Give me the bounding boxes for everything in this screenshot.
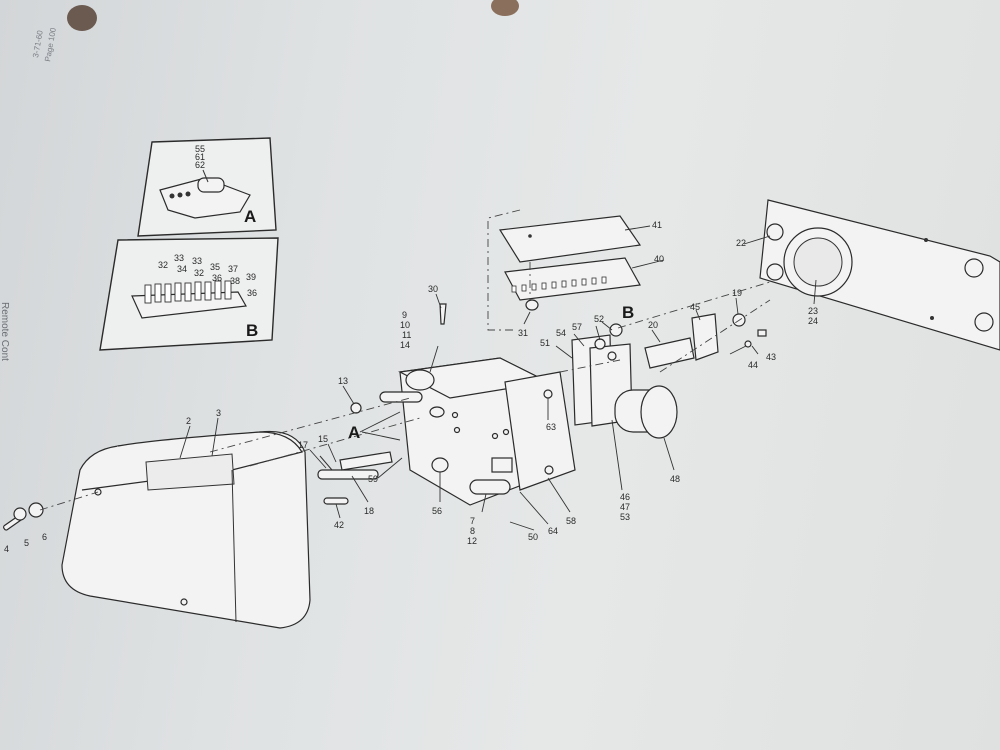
inset-a: 55 61 62 A — [137, 137, 277, 237]
detail-marker-a: A — [348, 423, 360, 442]
callout-57: 57 — [572, 322, 582, 332]
binder-hole-right — [491, 0, 519, 16]
callout-54: 54 — [556, 328, 566, 338]
callout-14: 14 — [400, 340, 410, 350]
callout-7: 7 — [470, 516, 475, 526]
leader-lines — [179, 225, 817, 531]
callout-40: 40 — [654, 254, 664, 264]
callout-48: 48 — [670, 474, 680, 484]
callout-8: 8 — [470, 526, 475, 536]
chassis — [398, 357, 576, 506]
inset-b-label-38: 38 — [230, 276, 240, 286]
assembly-lines — [39, 209, 771, 511]
callout-5: 5 — [24, 538, 29, 548]
inset-b-label-34: 34 — [177, 264, 187, 274]
inset-a-letter: A — [244, 207, 256, 226]
inset-b-label-36a: 36 — [212, 273, 222, 283]
callout-53: 53 — [620, 512, 630, 522]
mounting-panel — [759, 199, 1000, 351]
binder-hole-left — [67, 5, 97, 31]
callout-63: 63 — [546, 422, 556, 432]
callout-64: 64 — [548, 526, 558, 536]
callout-10: 10 — [400, 320, 410, 330]
callout-47: 47 — [620, 502, 630, 512]
inset-b-label-37: 37 — [228, 264, 238, 274]
callout-50: 50 — [528, 532, 538, 542]
inset-b-label-33a: 33 — [174, 253, 184, 263]
callout-24: 24 — [808, 316, 818, 326]
callout-41: 41 — [652, 220, 662, 230]
inset-a-label-62: 62 — [195, 160, 205, 170]
callout-45: 45 — [690, 302, 700, 312]
callout-11: 11 — [402, 330, 411, 340]
detail-marker-b: B — [622, 303, 634, 322]
callout-22: 22 — [736, 238, 746, 248]
callout-19: 19 — [732, 288, 742, 298]
side-text: Remote Cont — [0, 302, 10, 361]
inset-a-label-55: 55 — [195, 144, 205, 154]
callout-46: 46 — [620, 492, 630, 502]
inset-b-letter: B — [246, 321, 258, 340]
inset-b-label-32b: 32 — [194, 268, 204, 278]
inset-b-label-39: 39 — [246, 272, 256, 282]
inset-b: 32 33 34 33 32 35 36 37 38 39 36 B — [99, 237, 279, 351]
callout-23: 23 — [808, 306, 818, 316]
small-parts — [439, 299, 767, 369]
callout-56: 56 — [432, 506, 442, 516]
callout-17: 17 — [298, 440, 308, 450]
callout-59: 59 — [368, 474, 378, 484]
callout-15: 15 — [318, 434, 328, 444]
shaft-assembly — [317, 391, 423, 505]
screw-stack — [3, 502, 44, 531]
callout-52: 52 — [594, 314, 604, 324]
callout-12: 12 — [467, 536, 477, 546]
callout-13: 13 — [338, 376, 348, 386]
callout-18: 18 — [364, 506, 374, 516]
callout-31: 31 — [518, 328, 528, 338]
motor-assembly — [571, 334, 678, 439]
callout-42: 42 — [334, 520, 344, 530]
margin-note-2: Page 100 — [43, 27, 58, 63]
callout-numbers: 2 3 4 5 6 7 8 12 9 10 11 14 13 15 17 18 … — [4, 220, 818, 554]
callout-30: 30 — [428, 284, 438, 294]
inset-b-label-35: 35 — [210, 262, 220, 272]
inset-b-label-32a: 32 — [158, 260, 168, 270]
callout-58: 58 — [566, 516, 576, 526]
cover-plates — [498, 215, 642, 301]
callout-4: 4 — [4, 544, 9, 554]
callout-51: 51 — [540, 338, 550, 348]
inset-a-label-61: 61 — [195, 152, 205, 162]
callout-3: 3 — [216, 408, 221, 418]
callout-43: 43 — [766, 352, 776, 362]
callout-9: 9 — [402, 310, 407, 320]
callout-6: 6 — [42, 532, 47, 542]
callout-20: 20 — [648, 320, 658, 330]
callout-2: 2 — [186, 416, 191, 426]
front-cover — [61, 430, 311, 629]
inset-b-label-33b: 33 — [192, 256, 202, 266]
inset-b-label-36b: 36 — [247, 288, 257, 298]
callout-44: 44 — [748, 360, 758, 370]
margin-note-1: 3-71-60 — [31, 29, 45, 58]
